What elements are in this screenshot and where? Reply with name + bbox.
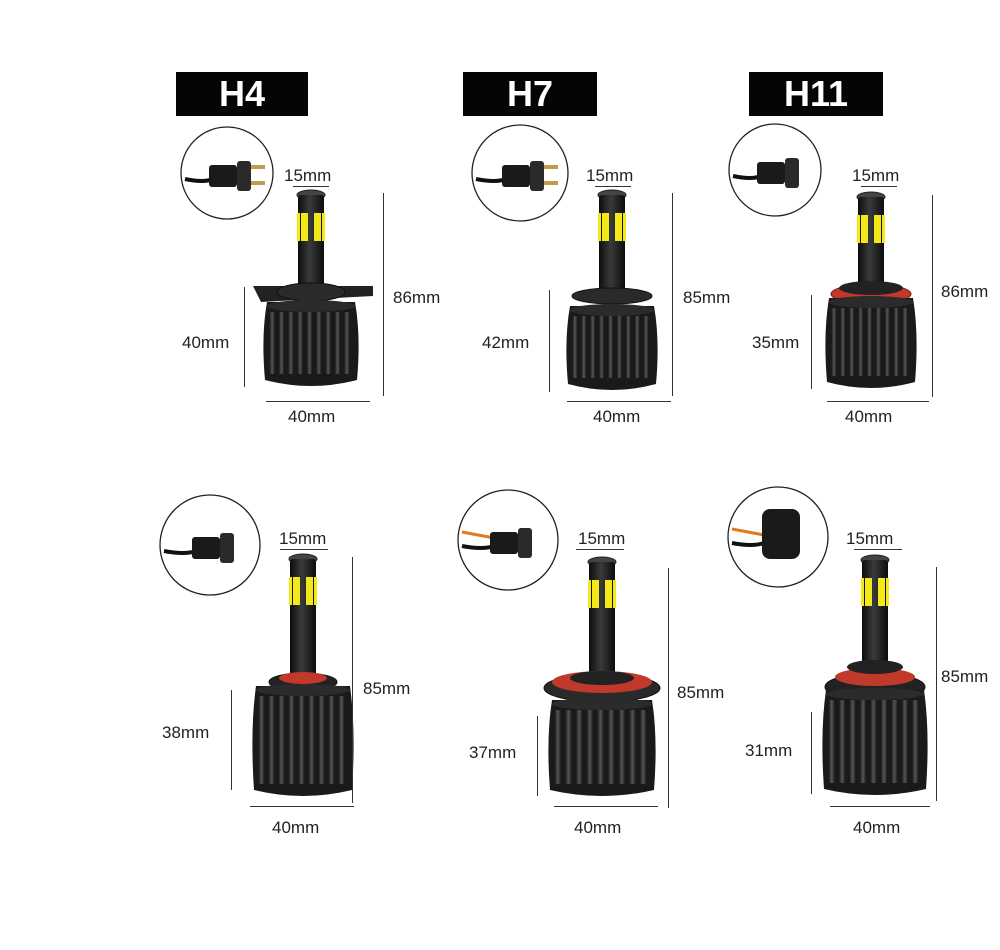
h4-height-line — [383, 193, 384, 396]
h4-base-height: 40mm — [182, 333, 230, 352]
b9005-base-width: 40mm — [272, 818, 320, 837]
h13-base-width: 40mm — [574, 818, 622, 837]
h11-height-line — [932, 195, 933, 397]
h7-base-width: 40mm — [593, 407, 641, 426]
b9007-base-height: 31mm — [745, 741, 793, 760]
b9007-height: 85mm — [941, 667, 989, 686]
h4-height: 86mm — [393, 288, 441, 307]
h4-top-width-line — [293, 186, 329, 187]
b9007-base-width-line — [830, 806, 930, 807]
bulb-h4 — [253, 189, 373, 386]
bulb-h11 — [825, 191, 917, 388]
b9007-height-line — [936, 567, 937, 801]
b9005-height: 85mm — [363, 679, 411, 698]
h11-base-width-line — [827, 401, 929, 402]
b9007-top-width-line — [854, 549, 902, 550]
h13-top-width-line — [576, 549, 624, 550]
b9005-top-width: 15mm — [279, 529, 327, 548]
h13-height-line — [668, 568, 669, 808]
b9007-top-width: 15mm — [846, 529, 894, 548]
h4-top-width: 15mm — [284, 166, 332, 185]
h11-top-width: 15mm — [852, 166, 900, 185]
h11-base-width: 40mm — [845, 407, 893, 426]
h4-base-width: 40mm — [288, 407, 336, 426]
connector-inset-h7 — [471, 124, 569, 222]
model-label-h7: H7 — [463, 72, 597, 116]
b9007-base-width: 40mm — [853, 818, 901, 837]
h7-base-height: 42mm — [482, 333, 530, 352]
b9005-height-line — [352, 557, 353, 803]
connector-inset-9005 — [159, 494, 261, 596]
h4-base-width-line — [266, 401, 370, 402]
connector-inset-h4 — [180, 126, 274, 220]
connector-inset-9007 — [727, 486, 829, 588]
b9005-base-height: 38mm — [162, 723, 210, 742]
h13-base-height-line — [537, 716, 538, 796]
b9005-base-width-line — [250, 806, 354, 807]
model-label-h4: H4 — [176, 72, 308, 116]
h11-top-width-line — [861, 186, 897, 187]
bulb-h13 — [543, 556, 661, 796]
h11-base-height-line — [811, 295, 812, 389]
h7-height-line — [672, 193, 673, 396]
h7-base-height-line — [549, 290, 550, 392]
b9005-base-height-line — [231, 690, 232, 790]
bulb-9007 — [822, 554, 928, 795]
h11-base-height: 35mm — [752, 333, 800, 352]
h13-base-height: 37mm — [469, 743, 517, 762]
h13-height: 85mm — [677, 683, 725, 702]
b9005-top-width-line — [280, 549, 328, 550]
h13-top-width: 15mm — [578, 529, 626, 548]
h7-top-width-line — [595, 186, 631, 187]
h11-height: 86mm — [941, 282, 989, 301]
connector-inset-h11 — [728, 123, 822, 217]
connector-inset-h13 — [457, 489, 559, 591]
h7-base-width-line — [567, 401, 671, 402]
b9007-base-height-line — [811, 712, 812, 794]
h7-height: 85mm — [683, 288, 731, 307]
h4-base-height-line — [244, 287, 245, 387]
bulb-h7 — [566, 189, 658, 390]
h13-base-width-line — [554, 806, 658, 807]
model-label-h11: H11 — [749, 72, 883, 116]
h7-top-width: 15mm — [586, 166, 634, 185]
bulb-9005 — [252, 553, 354, 796]
